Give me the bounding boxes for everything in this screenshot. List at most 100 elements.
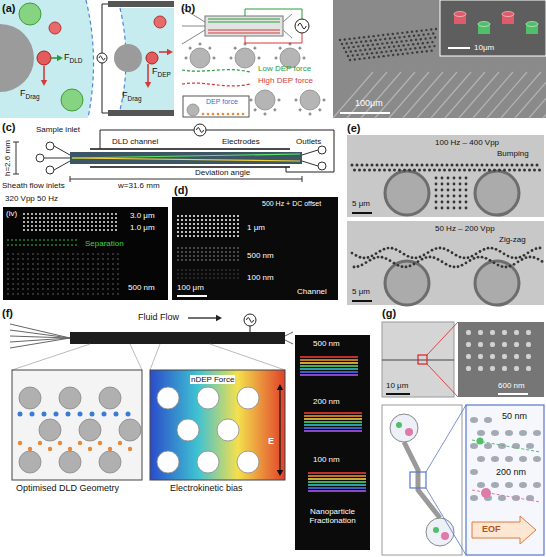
fluorescence-image	[12, 278, 14, 280]
fluorescence-image	[117, 283, 119, 285]
fluorescence-image	[62, 278, 64, 280]
micrograph	[401, 265, 404, 268]
fluorescence-image	[35, 221, 37, 223]
dep-dld-device	[430, 28, 432, 30]
fluorescence-image	[97, 258, 99, 260]
fluorescence-image	[115, 221, 117, 223]
nanodld-chip	[410, 472, 426, 488]
annotation: High DEP force	[258, 76, 313, 85]
micrograph	[368, 169, 371, 172]
fluorescence-image	[205, 219, 207, 221]
fluorescence-image	[201, 277, 202, 278]
electrokinetic-dld-schematic	[18, 412, 23, 417]
micrograph	[469, 259, 472, 262]
force-schematic	[37, 51, 51, 65]
fluorescence-image	[177, 273, 178, 274]
fluorescence-image	[87, 273, 89, 275]
micrograph	[435, 195, 438, 198]
dep-dld-device	[232, 113, 235, 116]
dep-dld-device	[426, 41, 428, 43]
fluorescence-image	[42, 253, 44, 255]
dep-dld-device	[352, 46, 354, 48]
micrograph	[385, 171, 429, 215]
fluorescence-image	[55, 239, 57, 241]
fluorescence-image	[32, 283, 34, 285]
fluorescence-image	[62, 263, 64, 265]
fluorescence-image	[67, 225, 69, 227]
micrograph	[537, 258, 540, 261]
micrograph	[393, 169, 396, 172]
micrograph	[501, 265, 504, 268]
fluorescence-image	[31, 225, 33, 227]
fluorescence-image	[197, 231, 199, 233]
image-label: Bumping	[497, 149, 529, 158]
dep-dld-device	[420, 38, 422, 40]
micrograph	[413, 263, 416, 266]
micrograph	[471, 255, 474, 258]
fluorescence-image	[77, 258, 79, 260]
fluorescence-image	[82, 273, 84, 275]
dep-dld-device	[440, 0, 546, 56]
fluorescence-image	[7, 283, 9, 285]
dep-dld-device	[398, 36, 400, 38]
fluorescence-image	[47, 239, 49, 241]
micrograph	[531, 164, 534, 167]
fluorescence-image	[201, 223, 203, 225]
micrograph	[468, 169, 471, 172]
nanodld-chip	[533, 482, 541, 488]
fluorescence-image	[209, 269, 210, 270]
nanodld-chip	[490, 366, 495, 371]
fluorescence-image	[117, 268, 119, 270]
electrokinetic-dld-schematic	[126, 412, 131, 417]
image-label: 5 μm	[352, 287, 370, 296]
micrograph	[406, 164, 409, 167]
fluorescence-image	[77, 273, 79, 275]
panel-letter: (c)	[2, 121, 15, 134]
fluorescence-image	[172, 197, 338, 300]
micrograph	[381, 256, 384, 259]
fluorescence-image	[217, 255, 219, 257]
fluorescence-image	[63, 229, 65, 231]
fluorescence-image	[217, 273, 218, 274]
fluorescence-image	[83, 229, 85, 231]
fluorescence-image	[27, 244, 29, 246]
fluorescence-image	[43, 239, 45, 241]
fluorescence-image	[72, 263, 74, 265]
fluorescence-image	[225, 219, 227, 221]
image-label: 500 nm	[128, 283, 155, 292]
fluorescence-image	[177, 223, 179, 225]
annotation: h=2.6 mm	[3, 140, 12, 176]
micrograph	[461, 164, 464, 167]
fluorescence-image	[237, 215, 239, 217]
fluorescence-image	[97, 283, 99, 285]
fluorescence-image	[193, 247, 195, 249]
micrograph	[357, 265, 360, 268]
fluorescence-image	[32, 258, 34, 260]
dep-dld-device	[515, 72, 546, 118]
fluorescence-image	[197, 219, 199, 221]
electrokinetic-dld-schematic	[59, 387, 81, 409]
electrokinetic-dld-schematic	[304, 415, 362, 416]
image-label: 3.0 μm	[130, 211, 155, 220]
micrograph	[363, 169, 366, 172]
micrograph	[455, 254, 458, 257]
micrograph	[493, 169, 496, 172]
electrokinetic-dld-schematic	[300, 374, 358, 375]
dld-chip-schematic	[318, 146, 326, 154]
electrokinetic-dld-schematic	[119, 419, 141, 441]
fluorescence-image	[117, 278, 119, 280]
fluorescence-image	[115, 217, 117, 219]
dld-chip-schematic	[100, 130, 194, 149]
fluorescence-image	[55, 229, 57, 231]
fluorescence-image	[97, 253, 99, 255]
dep-dld-device	[349, 59, 351, 61]
fluorescence-image	[197, 235, 199, 237]
fluorescence-image	[189, 235, 191, 237]
nanodld-chip	[502, 330, 507, 335]
micrograph	[465, 183, 468, 186]
dep-dld-device	[208, 18, 280, 19]
micrograph	[459, 189, 462, 192]
micrograph	[438, 169, 441, 172]
fluorescence-image	[12, 293, 14, 295]
